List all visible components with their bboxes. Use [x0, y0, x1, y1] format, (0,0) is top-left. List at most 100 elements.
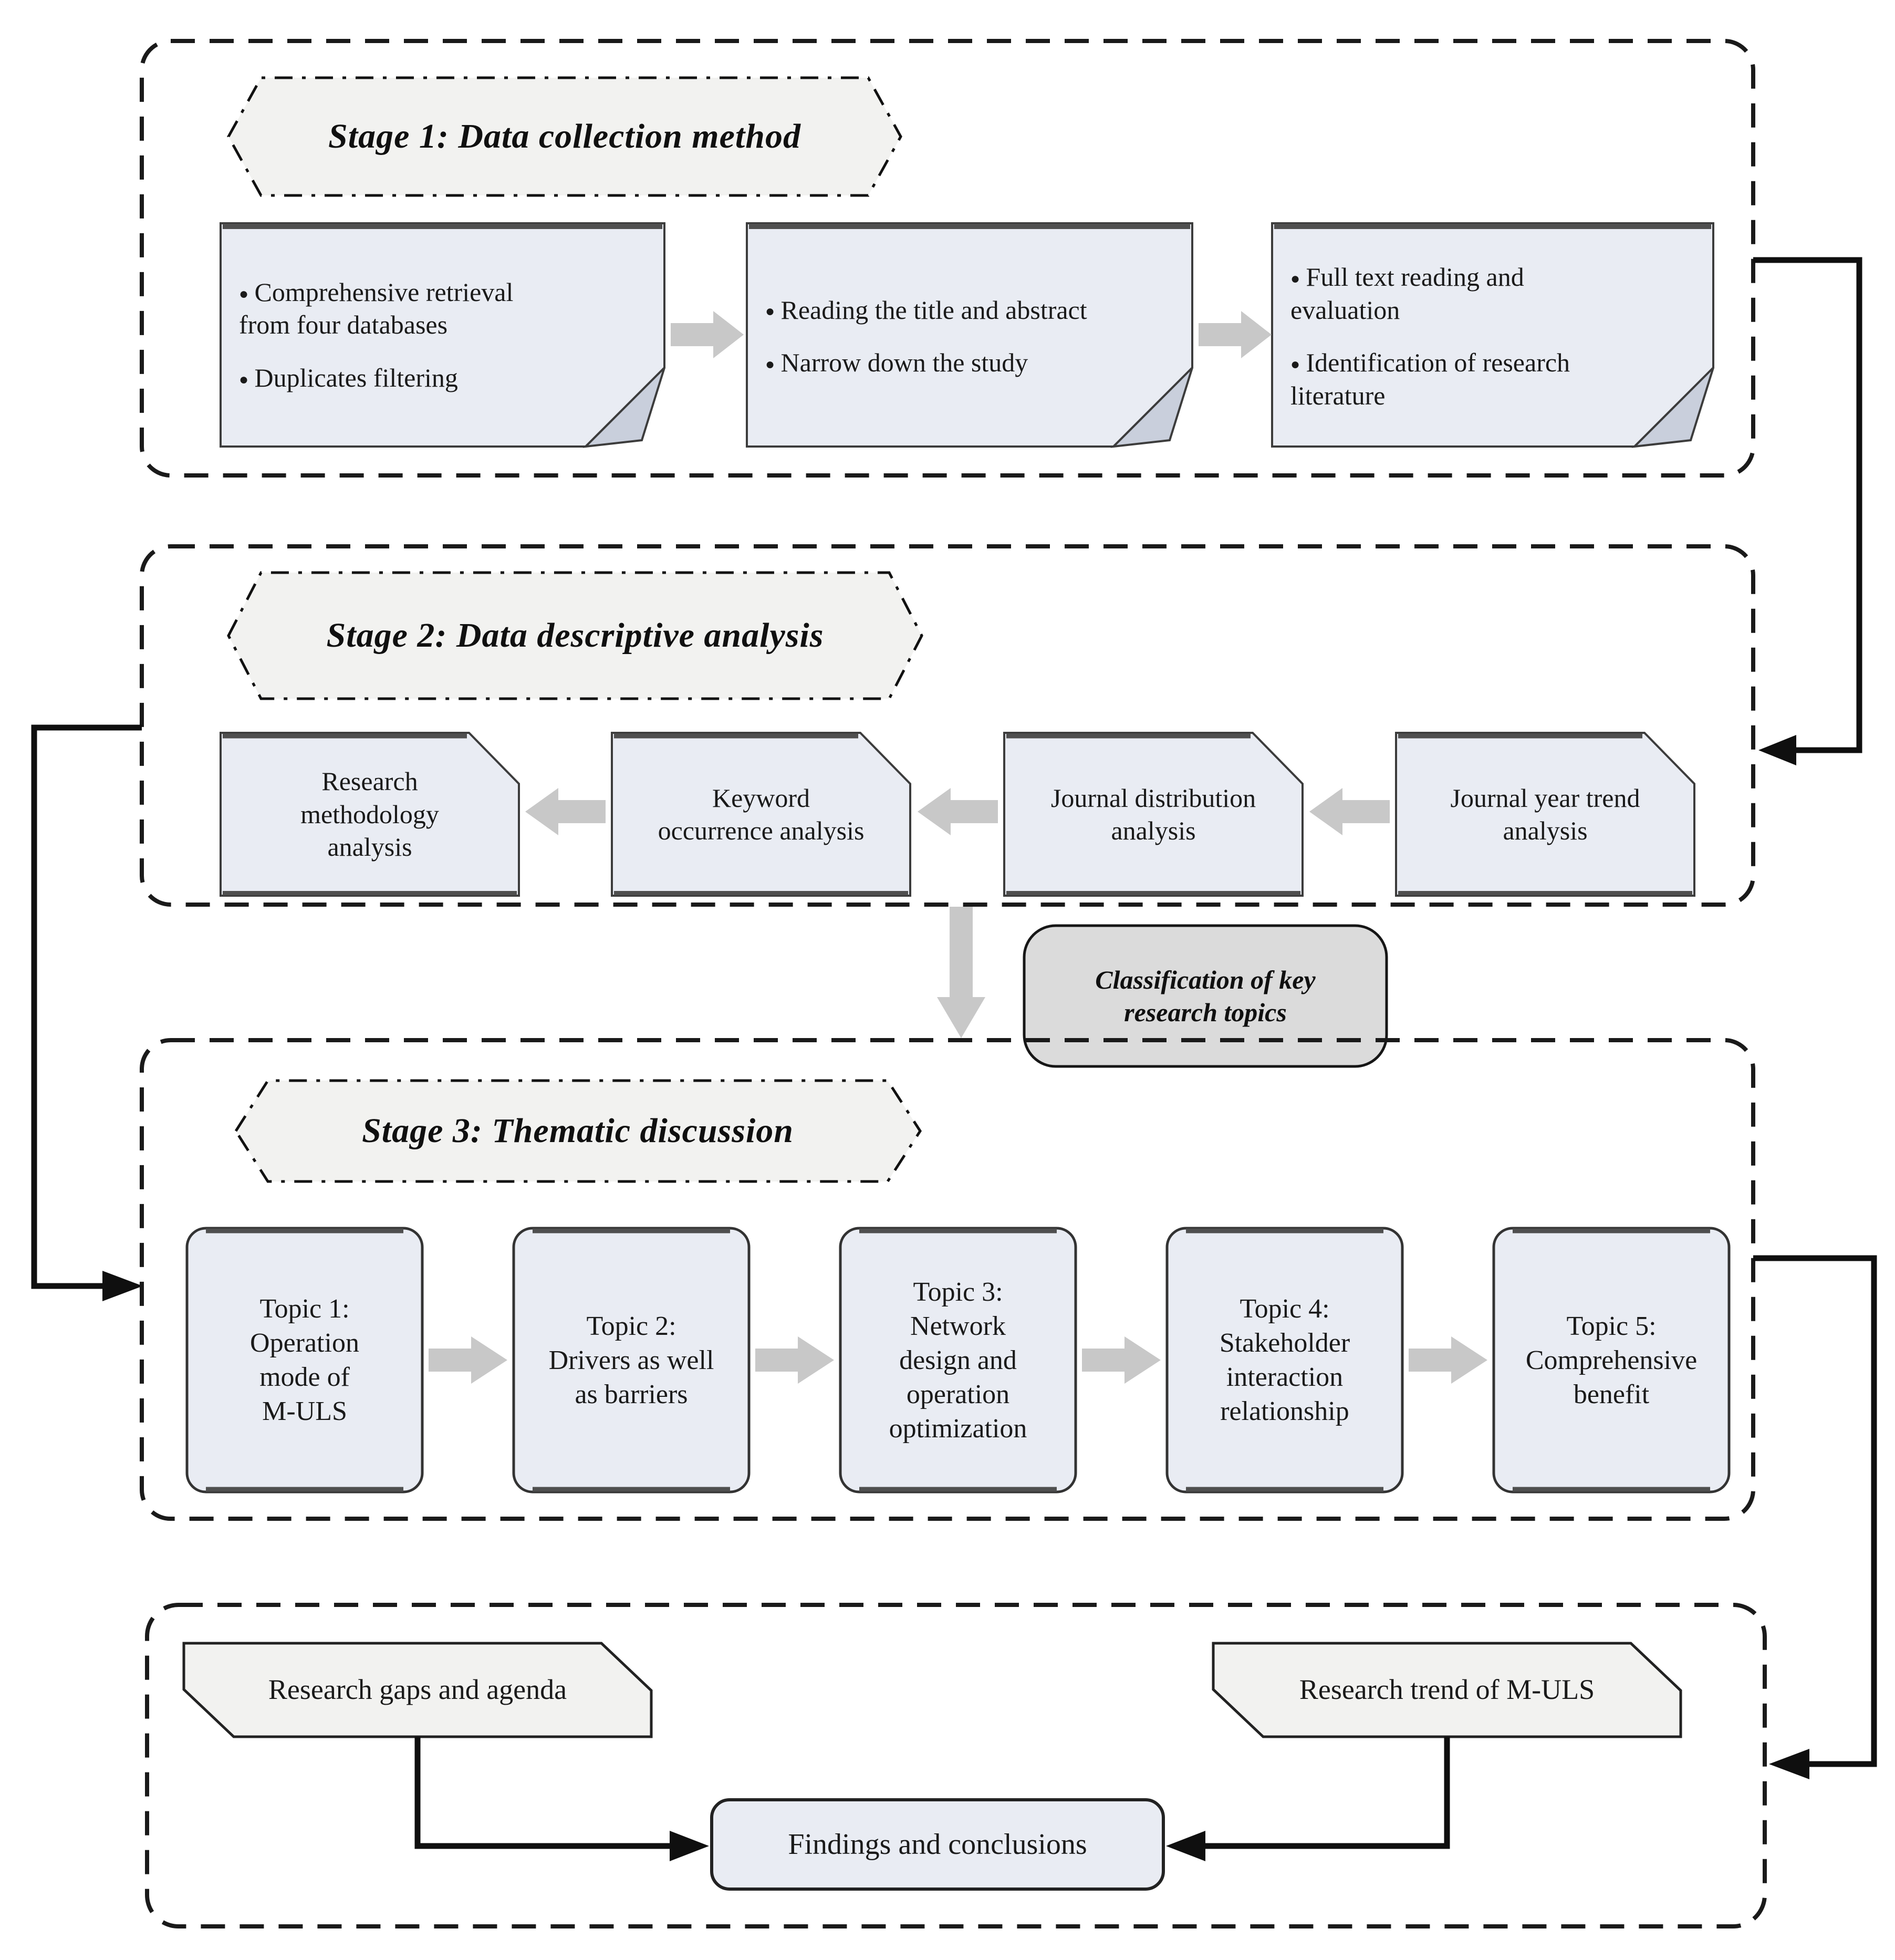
doc-box-2-item-2: Narrow down the study: [780, 348, 1028, 377]
banner-right-shape: [1212, 1642, 1682, 1738]
doc-box-1-item-2: Duplicates filtering: [254, 362, 458, 392]
topic-line: Topic 4:: [1240, 1294, 1330, 1324]
connector-trend-to-findings: [1205, 1737, 1450, 1849]
list-item: Reading the title and abstract: [765, 294, 1087, 327]
banner-left-shape: [182, 1642, 653, 1738]
connector-stage1-to-stage2: [1753, 257, 1862, 765]
topic-line: Topic 1:: [259, 1294, 350, 1324]
card-line: Journal year trend: [1450, 783, 1640, 813]
findings-box-label: Findings and conclusions: [788, 1828, 1087, 1861]
card-line: analysis: [1111, 816, 1196, 845]
doc-box-1-fold-icon: [582, 367, 665, 448]
card-line: Journal distribution: [1050, 783, 1256, 813]
card-line: analysis: [1503, 816, 1588, 845]
topic-2-label: Topic 2: Drivers as well as barriers: [522, 1228, 741, 1492]
stage1-group: [140, 39, 1755, 478]
topic-line: Operation: [250, 1328, 359, 1358]
classification-label: Classification of key research topics: [1037, 931, 1373, 1061]
doc-box-3-fold-icon: [1631, 367, 1714, 448]
arrowhead-left-icon: [1758, 735, 1796, 765]
card-line: occurrence analysis: [658, 816, 865, 845]
card-1-label: Research methodology analysis: [226, 733, 514, 896]
topic-4-label: Topic 4: Stakeholder interaction relatio…: [1175, 1228, 1394, 1492]
card-line: Research: [321, 766, 418, 796]
arrow-right-icon: [429, 1336, 507, 1384]
topic-3-label: Topic 3: Network design and operation op…: [848, 1228, 1068, 1492]
banner-research-trend: Research trend of M-ULS: [1299, 1674, 1595, 1706]
stage1-title: Stage 1: Data collection method: [328, 117, 801, 155]
arrow-left-icon: [1309, 788, 1390, 835]
doc-box-3: Full text reading and evaluation Identif…: [1290, 229, 1621, 444]
bullet-icon: [1290, 348, 1306, 377]
topic-line: relationship: [1220, 1396, 1349, 1426]
bottom-container-border: [145, 1603, 1767, 1928]
list-item: Duplicates filtering: [239, 361, 458, 395]
topic-line: Network: [910, 1311, 1006, 1341]
bullet-icon: [239, 363, 255, 392]
topic-line: M-ULS: [262, 1396, 347, 1426]
doc-box-3-item-1: Full text reading and evaluation: [1290, 262, 1524, 325]
topic-line: optimization: [889, 1413, 1027, 1444]
topic-4-shape: [1165, 1227, 1404, 1494]
topic-line: Drivers as well: [548, 1345, 714, 1375]
stage2-header-shape: [227, 571, 923, 700]
classification-line: Classification of key: [1095, 965, 1316, 994]
list-item: Comprehensive retrieval from four databa…: [239, 276, 565, 341]
connector-stage2-to-stage3: [31, 724, 143, 1301]
list-item: Narrow down the study: [765, 346, 1028, 379]
doc-box-1: Comprehensive retrieval from four databa…: [239, 229, 565, 441]
stage1-header-shape: [227, 76, 902, 197]
connector-gaps-to-findings: [414, 1737, 670, 1849]
topic-2-shape: [512, 1227, 751, 1494]
card-line: analysis: [327, 832, 412, 862]
card-line: methodology: [300, 799, 439, 829]
stage2-title: Stage 2: Data descriptive analysis: [326, 616, 824, 655]
stage3-title: Stage 3: Thematic discussion: [362, 1111, 794, 1150]
arrowhead-left-icon: [1769, 1749, 1809, 1779]
topic-line: benefit: [1573, 1379, 1650, 1409]
arrowhead-right-icon: [670, 1831, 709, 1861]
classification-line: research topics: [1124, 998, 1287, 1027]
topic-5-shape: [1492, 1227, 1731, 1494]
stage2-stage3-transition: [937, 907, 1388, 1068]
card-line: Keyword: [712, 783, 810, 813]
arrow-right-icon: [1409, 1336, 1487, 1384]
doc-box-2: Reading the title and abstract Narrow do…: [765, 229, 1091, 444]
bullet-icon: [765, 295, 781, 325]
bullet-icon: [765, 348, 781, 377]
banner-research-gaps: Research gaps and agenda: [268, 1674, 567, 1706]
bullet-icon: [1290, 262, 1306, 292]
arrow-down-icon: [937, 907, 985, 1038]
arrow-right-icon: [671, 311, 744, 358]
topic-1-label: Topic 1: Operation mode of M-ULS: [195, 1228, 414, 1492]
topic-line: operation: [906, 1379, 1010, 1409]
findings-box-shape: [710, 1798, 1165, 1891]
arrowhead-right-icon: [102, 1271, 143, 1301]
topic-line: design and: [899, 1345, 1017, 1375]
topic-line: interaction: [1226, 1362, 1344, 1392]
topic-line: Topic 2:: [586, 1311, 676, 1341]
stage3-header-shape: [234, 1079, 922, 1183]
topic-line: Comprehensive: [1525, 1345, 1698, 1375]
stage3-container-border: [140, 1038, 1755, 1521]
doc-box-3-item-2: Identification of research literature: [1290, 348, 1570, 410]
connector-stage3-to-bottom: [1753, 1255, 1877, 1779]
arrow-left-icon: [918, 788, 998, 835]
arrow-left-icon: [525, 788, 606, 835]
stage3-group: [140, 1038, 1755, 1521]
bottom-group: [145, 1603, 1767, 1928]
card-3-label: Journal distribution analysis: [1009, 733, 1297, 896]
arrowhead-left-icon: [1166, 1831, 1205, 1861]
bullet-icon: [239, 277, 255, 307]
topic-1-shape: [185, 1227, 424, 1494]
card-2-shape: [611, 732, 911, 897]
topic-line: Stakeholder: [1219, 1328, 1350, 1358]
topic-line: mode of: [259, 1362, 350, 1392]
topic-line: as barriers: [575, 1379, 688, 1409]
card-2-label: Keyword occurrence analysis: [617, 733, 905, 896]
doc-box-1-item-1: Comprehensive retrieval from four databa…: [239, 277, 514, 340]
list-item: Identification of research literature: [1290, 346, 1621, 412]
topic-3-shape: [839, 1227, 1077, 1494]
